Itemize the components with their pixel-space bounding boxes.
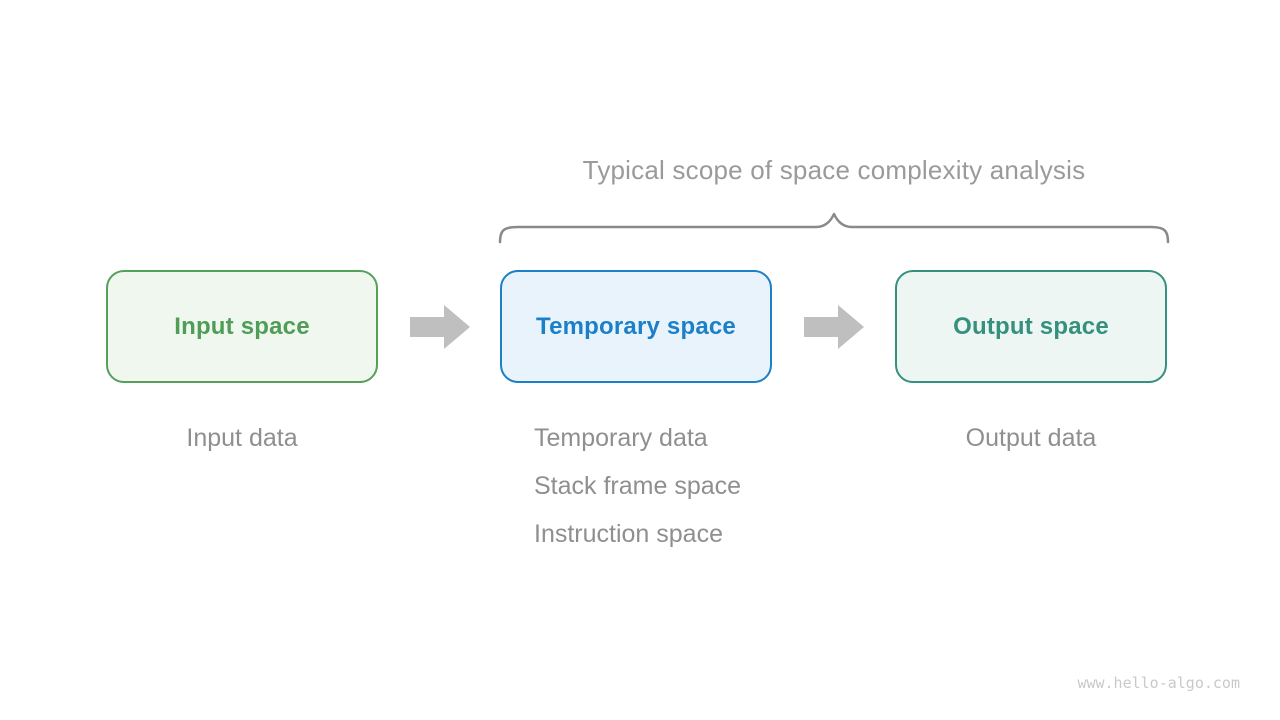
scope-brace	[498, 212, 1170, 244]
scope-brace-path	[498, 212, 1170, 244]
note-instruction-space: Instruction space	[534, 520, 723, 548]
right-arrow-shape	[804, 305, 864, 349]
watermark: www.hello-algo.com	[1077, 674, 1240, 692]
note-temporary-list: Temporary data Stack frame space Instruc…	[534, 414, 741, 558]
box-temporary-space: Temporary space	[500, 270, 772, 383]
note-stack-frame-space: Stack frame space	[534, 472, 742, 500]
note-temporary-data: Temporary data	[534, 424, 708, 452]
box-temporary-space-label: Temporary space	[536, 312, 736, 340]
note-input-data: Input data	[186, 424, 298, 452]
diagram-title: Typical scope of space complexity analys…	[582, 155, 1086, 185]
note-output-data: Output data	[965, 424, 1097, 452]
box-input-space-label: Input space	[174, 312, 310, 340]
right-arrow-shape	[410, 305, 470, 349]
box-output-space: Output space	[895, 270, 1167, 383]
box-output-space-label: Output space	[953, 312, 1109, 340]
right-arrow-icon	[804, 305, 864, 349]
box-input-space: Input space	[106, 270, 378, 383]
right-arrow-icon	[410, 305, 470, 349]
